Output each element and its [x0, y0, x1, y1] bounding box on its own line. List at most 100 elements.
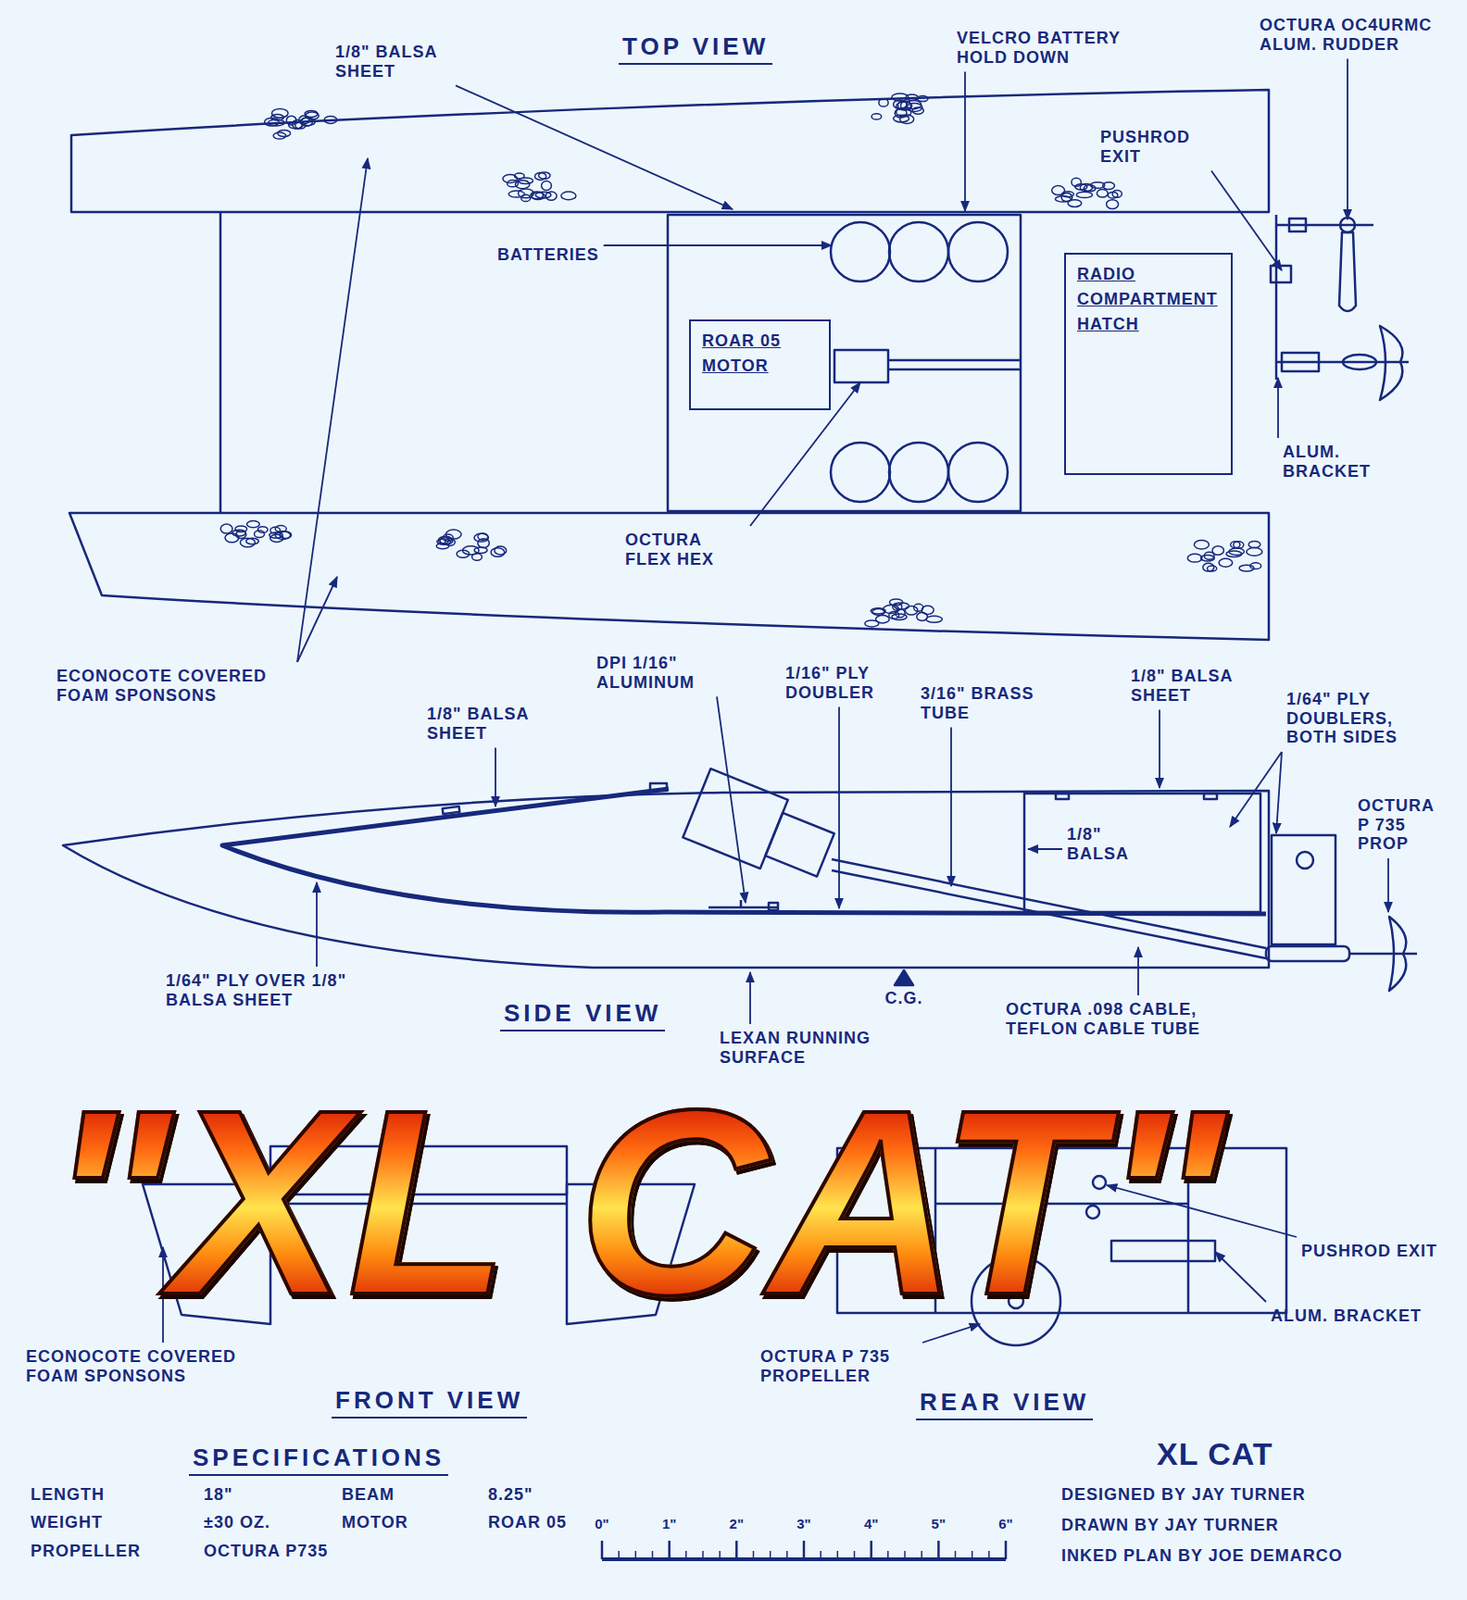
upper-sponson: [71, 89, 1269, 213]
leader-line: [603, 244, 832, 247]
scale-subtick: [769, 1551, 772, 1560]
scale-subtick: [954, 1551, 957, 1560]
foam-bead: [277, 130, 291, 138]
scale-subtick: [920, 1551, 923, 1560]
view-heading: REAR VIEW: [915, 1389, 1093, 1421]
leader-line: [1028, 848, 1063, 851]
leader-line: [315, 882, 318, 967]
deck-tab: [442, 806, 461, 815]
foam-bead: [269, 532, 283, 539]
foam-texture: [220, 93, 1263, 627]
scale-tick: [869, 1541, 873, 1560]
foam-bead: [1207, 565, 1217, 572]
foam-bead: [445, 539, 456, 547]
scale-tick: [1004, 1541, 1008, 1560]
leader-line: [716, 696, 746, 903]
leader-line: [749, 972, 752, 1025]
callout-label: OCTURA P 735 PROPELLER: [760, 1347, 918, 1386]
foam-bead: [1228, 548, 1244, 555]
scale-number: 4": [864, 1517, 878, 1533]
credit-text: DESIGNED BY JAY TURNER: [1061, 1485, 1306, 1505]
spec-text: PROPELLER: [30, 1542, 141, 1562]
leader-line: [494, 747, 497, 807]
foam-bead: [1083, 185, 1096, 192]
credit-text: INKED PLAN BY JOE DEMARCO: [1061, 1546, 1343, 1567]
foam-bead: [917, 96, 928, 102]
leader-line: [1158, 709, 1161, 789]
callout-label: 1/8" BALSA SHEET: [1130, 666, 1247, 705]
foam-bead: [1103, 182, 1116, 190]
scale-tick: [601, 1541, 604, 1560]
scale-tick: [937, 1541, 941, 1560]
battery-cell: [948, 222, 1008, 282]
scale-subtick: [718, 1551, 721, 1560]
foam-bead: [900, 114, 915, 124]
view-heading: SIDE VIEW: [500, 1000, 665, 1032]
box-label: RADIO COMPARTMENT HATCH: [1077, 262, 1220, 338]
foam-bead: [1233, 541, 1244, 549]
foam-bead: [442, 534, 453, 541]
mount-bolt: [768, 902, 778, 911]
transom-bracket: [1271, 835, 1336, 945]
foam-bead: [1239, 564, 1254, 572]
foam-bead: [456, 550, 470, 558]
battery-cell: [889, 442, 949, 502]
callout-label: 1/16" PLY DOUBLER: [785, 664, 902, 703]
scale-tick: [667, 1541, 671, 1560]
foam-bead: [921, 605, 934, 615]
callout-label: OCTURA P 735 PROP: [1357, 796, 1451, 854]
foam-bead: [1106, 200, 1119, 210]
foam-bead: [535, 172, 547, 180]
motor-can: [764, 813, 834, 878]
foam-bead: [896, 101, 913, 111]
callout-label: 3/16" BRASS TUBE: [920, 684, 1060, 723]
scale-subtick: [685, 1551, 688, 1560]
foam-bead: [1212, 546, 1224, 556]
scale-subtick: [617, 1551, 620, 1560]
scale-subtick: [903, 1551, 906, 1560]
spec-text: 18": [203, 1485, 234, 1505]
callout-label: 1/8" BALSA: [1066, 825, 1141, 864]
foam-bead: [286, 115, 297, 126]
foam-bead: [300, 117, 315, 126]
callout-label: LEXAN RUNNING SURFACE: [719, 1028, 891, 1067]
leader-line: [1137, 947, 1140, 996]
foam-bead: [1201, 555, 1216, 562]
box-label: ROAR 05 MOTOR: [702, 328, 818, 379]
scale-number: 0": [594, 1517, 609, 1533]
scale-subtick: [819, 1551, 822, 1560]
scale-subtick: [786, 1551, 789, 1560]
foam-bead: [275, 526, 287, 533]
scale-subtick: [635, 1551, 638, 1560]
motor-body: [682, 768, 788, 869]
plan-title: XL CAT: [1156, 1437, 1274, 1472]
foam-bead: [232, 529, 247, 537]
scale-subtick: [652, 1551, 654, 1560]
scale-number: 3": [796, 1517, 811, 1533]
callout-label: ECONOCOTE COVERED FOAM SPONSONS: [56, 666, 293, 705]
foam-bead: [508, 190, 525, 198]
callout-label: ALUM. BRACKET: [1270, 1306, 1422, 1327]
callout-label: 1/8" BALSA SHEET: [335, 42, 452, 81]
foam-bead: [225, 533, 239, 543]
spec-text: LENGTH: [30, 1485, 105, 1505]
leader-line: [1346, 58, 1349, 220]
scale-number: 1": [662, 1517, 677, 1533]
scale-number: 2": [729, 1517, 744, 1533]
spec-text: BEAM: [341, 1485, 395, 1505]
prop-blade: [1379, 326, 1403, 401]
spec-text: 8.25": [488, 1485, 534, 1505]
foam-bead: [535, 191, 552, 199]
leader-line: [455, 85, 733, 210]
scale-number: 6": [998, 1517, 1013, 1533]
scale-number: 5": [931, 1517, 946, 1533]
scale-subtick: [988, 1551, 991, 1560]
foam-bead: [1193, 540, 1209, 550]
foam-bead: [891, 93, 909, 101]
credit-text: DRAWN BY JAY TURNER: [1061, 1516, 1279, 1536]
foam-bead: [889, 612, 900, 620]
leader-line: [1211, 170, 1282, 271]
transom-plate: [1275, 214, 1279, 380]
scale-bar: [601, 1541, 1006, 1560]
leader-line: [1277, 377, 1279, 439]
